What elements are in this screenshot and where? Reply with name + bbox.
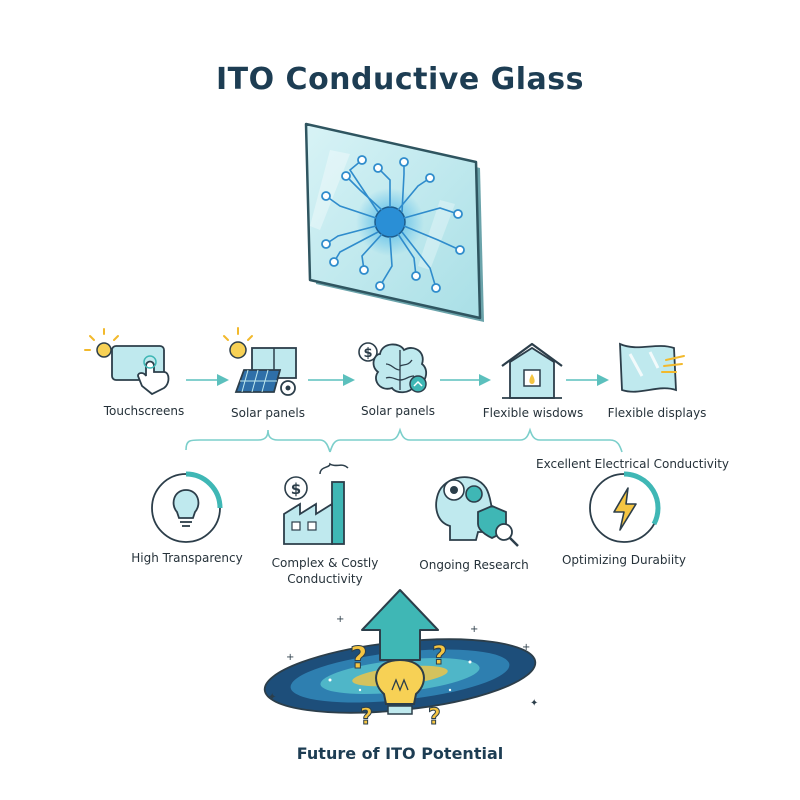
property-label-complex-costly: Complex & Costly Conductivity — [262, 555, 388, 587]
property-label-optimizing-durability: Optimizing Durabiity — [561, 553, 687, 567]
touchscreen-icon — [84, 328, 170, 396]
svg-text:+: + — [522, 642, 530, 653]
brain-icon: $ — [358, 342, 428, 394]
ito-glass-panel — [304, 122, 484, 322]
svg-text:?: ? — [432, 641, 447, 671]
svg-text:✦: ✦ — [530, 698, 538, 709]
flexible-display-icon — [619, 342, 685, 393]
property-label-high-transparency: High Transparency — [131, 551, 243, 565]
solar-panel-icon — [223, 327, 297, 396]
future-galaxy-illustration: ? ? ? ? ✦ ✦ + + + + — [263, 589, 538, 731]
lightbulb-icon — [151, 471, 223, 543]
svg-text:?: ? — [428, 705, 441, 730]
svg-text:$: $ — [291, 480, 301, 498]
app-label-solar-panels-2: Solar panels — [361, 404, 435, 418]
svg-text:?: ? — [350, 641, 367, 676]
factory-icon: $ — [283, 462, 349, 545]
lightning-bolt-icon — [589, 471, 661, 543]
app-label-flexible-windows: Flexible wisdows — [482, 406, 584, 420]
property-label-ongoing-research: Ongoing Research — [419, 558, 529, 572]
footer-caption: Future of ITO Potential — [296, 744, 504, 763]
app-label-flexible-displays: Flexible displays — [607, 406, 707, 420]
svg-text:✦: ✦ — [268, 692, 276, 703]
property-label-complex-costly-line1: Complex & Costly — [271, 556, 379, 570]
page-title: ITO Conductive Glass — [215, 62, 584, 97]
house-icon — [501, 342, 563, 399]
svg-text:?: ? — [360, 705, 373, 730]
app-label-solar-panels: Solar panels — [231, 406, 305, 420]
svg-text:$: $ — [363, 346, 372, 361]
app-label-touchscreens: Touchscreens — [103, 404, 185, 418]
bracket-connectors — [185, 427, 623, 453]
svg-text:+: + — [470, 624, 478, 635]
svg-text:+: + — [336, 614, 344, 625]
svg-text:+: + — [286, 652, 294, 663]
property-label-complex-costly-line2: Conductivity — [287, 572, 363, 586]
research-head-icon — [435, 476, 519, 547]
property-label-excellent-conductivity: Excellent Electrical Conductivity — [536, 457, 730, 471]
